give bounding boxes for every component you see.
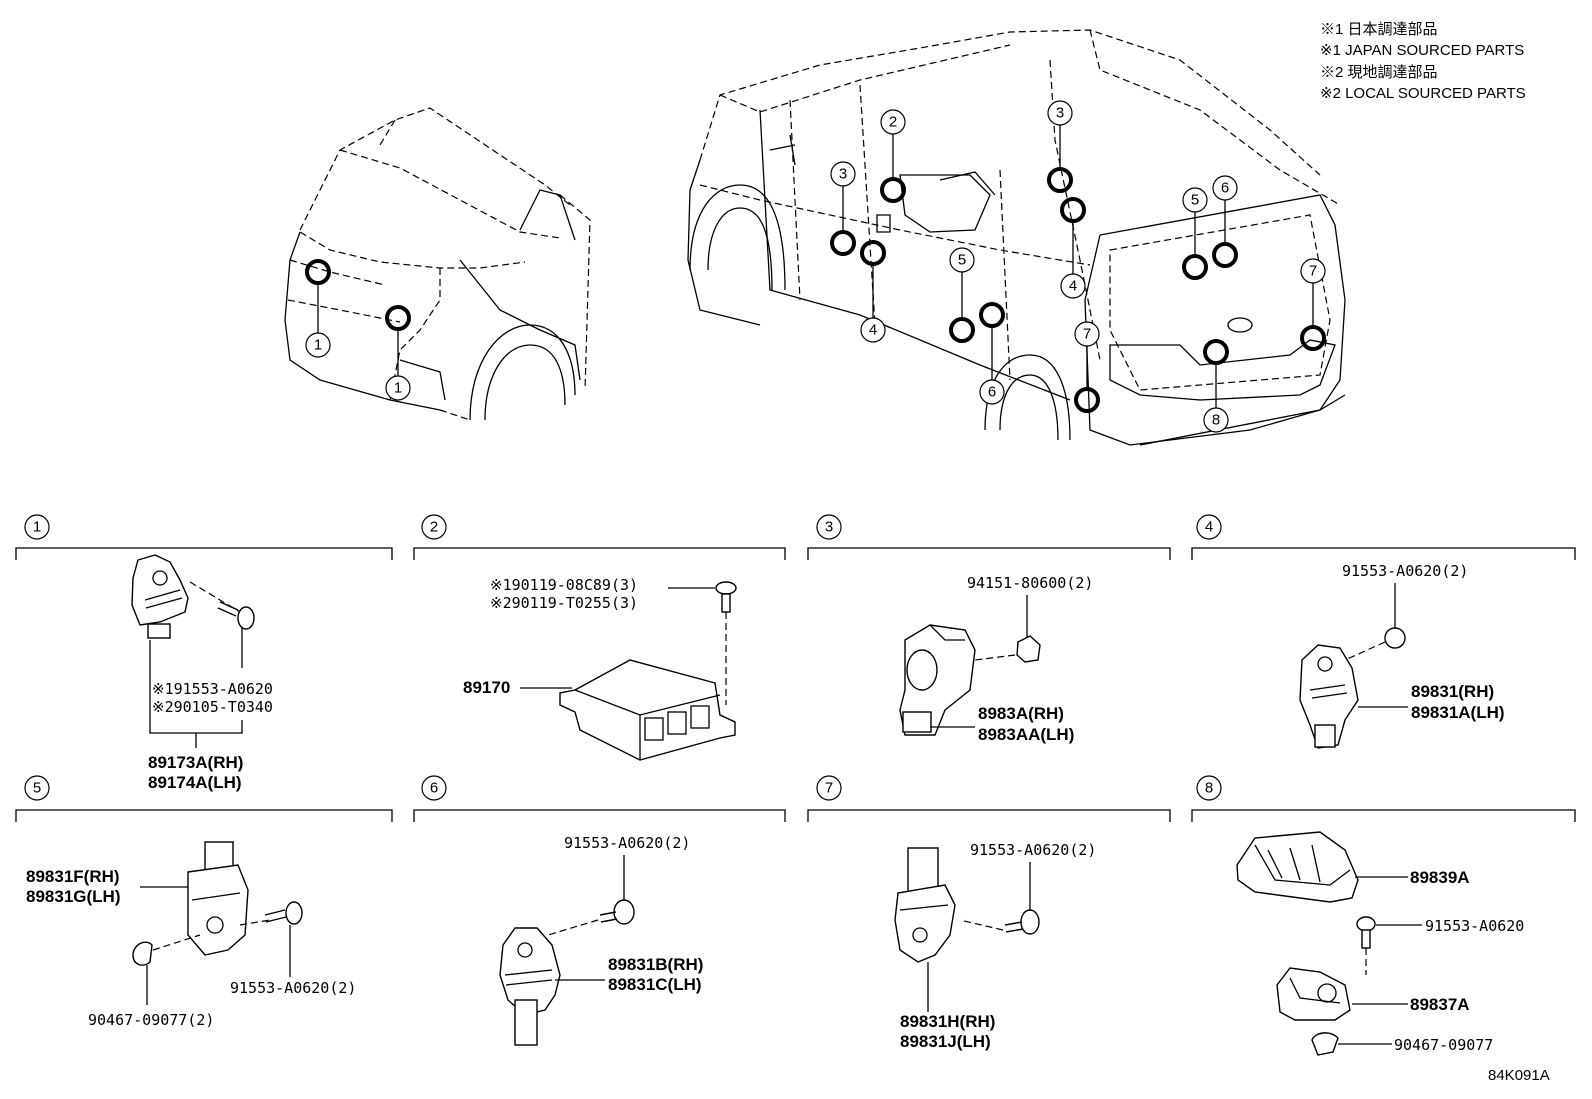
sensor-location-5a xyxy=(949,317,975,343)
sensor-location-7a xyxy=(1074,387,1100,413)
part-number: 91553-A0620(2) xyxy=(564,834,690,852)
part-number: 89831C(LH) xyxy=(608,975,702,994)
section-6: 6 91553-A0620(2) 89831B(RH) 89831C(LH) xyxy=(413,775,786,1046)
section-1: 1 ※191553-A0620 ※290105-T0340 89173A(RH)… xyxy=(15,514,393,792)
sourcing-notes: ※1 日本調達部品 ※1 JAPAN SOURCED PARTS ※2 現地調達… xyxy=(1320,21,1526,102)
part-number: 89170 xyxy=(463,678,510,697)
section-2: 2 ※190119-08C89(3) ※290119-T0255(3) 8917… xyxy=(413,514,786,761)
part-number: ※290105-T0340 xyxy=(152,698,273,716)
part-number: 89174A(LH) xyxy=(148,773,242,792)
section-number: 5 xyxy=(33,780,41,797)
part-number: 89831G(LH) xyxy=(26,887,120,906)
part-number: 89831J(LH) xyxy=(900,1032,991,1051)
part-number: 89831H(RH) xyxy=(900,1012,995,1031)
part-number: 90467-09077(2) xyxy=(88,1011,214,1029)
part-number: 90467-09077 xyxy=(1394,1036,1493,1054)
sensor-location-3b xyxy=(1047,167,1073,193)
part-number: ※290119-T0255(3) xyxy=(490,594,638,612)
part-number: 91553-A0620 xyxy=(1425,917,1524,935)
callout-7: 7 xyxy=(1083,326,1091,343)
section-number: 4 xyxy=(1205,519,1213,536)
callout-3: 3 xyxy=(839,166,847,183)
section-7: 7 91553-A0620(2) 89831H(RH) 89831J(LH) xyxy=(807,775,1171,1051)
callout-6: 6 xyxy=(988,384,996,401)
section-number: 7 xyxy=(825,780,833,797)
part-number: 89831(RH) xyxy=(1411,682,1494,701)
callout-8: 8 xyxy=(1212,412,1220,429)
sensor-location-7b xyxy=(1300,325,1326,351)
callout-6: 6 xyxy=(1221,180,1229,197)
note-local-en: ※2 LOCAL SOURCED PARTS xyxy=(1320,85,1526,102)
note-japan-jp: ※1 日本調達部品 xyxy=(1320,21,1438,38)
section-number: 1 xyxy=(33,519,41,536)
sensor-location-ecu xyxy=(880,177,906,203)
part-number: 89831F(RH) xyxy=(26,867,120,886)
part-number: 91553-A0620(2) xyxy=(1342,562,1468,580)
section-3: 3 94151-80600(2) 8983A(RH) 8983AA(LH) xyxy=(807,514,1171,744)
note-local-jp: ※2 現地調達部品 xyxy=(1320,64,1438,81)
sensor-location-front-left xyxy=(305,259,331,285)
section-number: 6 xyxy=(430,780,438,797)
part-number: 89839A xyxy=(1410,868,1470,887)
section-4: 4 91553-A0620(2) 89831(RH) 89831A(LH) xyxy=(1191,514,1576,749)
callout-4: 4 xyxy=(869,322,877,339)
sensor-location-4b xyxy=(1060,197,1086,223)
sensor-location-5b xyxy=(1182,254,1208,280)
sensor-location-6b xyxy=(1212,242,1238,268)
part-number: 8983AA(LH) xyxy=(978,725,1074,744)
part-number: 94151-80600(2) xyxy=(967,574,1093,592)
sensor-location-8 xyxy=(1203,339,1229,365)
callout-2: 2 xyxy=(889,114,897,131)
callout-1: 1 xyxy=(314,337,322,354)
part-number: 89831A(LH) xyxy=(1411,703,1505,722)
callout-3: 3 xyxy=(1056,105,1064,122)
note-japan-en: ※1 JAPAN SOURCED PARTS xyxy=(1320,42,1524,59)
sensor-location-front-right xyxy=(385,305,411,331)
front-vehicle-view: 1 1 xyxy=(284,107,591,421)
callout-5: 5 xyxy=(958,252,966,269)
part-number: 89831B(RH) xyxy=(608,955,703,974)
rear-vehicle-view: 2 3 3 4 4 5 5 6 6 7 7 8 xyxy=(687,29,1346,446)
sensor-location-4a xyxy=(860,240,886,266)
callout-5: 5 xyxy=(1191,192,1199,209)
section-number: 3 xyxy=(825,519,833,536)
part-number: 91553-A0620(2) xyxy=(230,979,356,997)
callout-4: 4 xyxy=(1069,278,1077,295)
part-number: 91553-A0620(2) xyxy=(970,841,1096,859)
part-number: ※190119-08C89(3) xyxy=(490,576,638,594)
callout-7: 7 xyxy=(1309,263,1317,280)
figure-code: 84K091A xyxy=(1488,1067,1550,1084)
section-number: 2 xyxy=(430,519,438,536)
sensor-location-3a xyxy=(830,230,856,256)
sensor-location-6a xyxy=(979,302,1005,328)
part-number: 8983A(RH) xyxy=(978,704,1064,723)
section-8: 8 89839A 91553-A0620 89837A 90467-09077 xyxy=(1191,775,1576,1056)
part-number: ※191553-A0620 xyxy=(152,680,273,698)
section-number: 8 xyxy=(1205,780,1213,797)
section-5: 5 89831F(RH) 89831G(LH) 90467-09077(2) 9… xyxy=(15,775,393,1029)
part-number: 89173A(RH) xyxy=(148,753,243,772)
callout-1: 1 xyxy=(394,380,402,397)
part-number: 89837A xyxy=(1410,995,1470,1014)
